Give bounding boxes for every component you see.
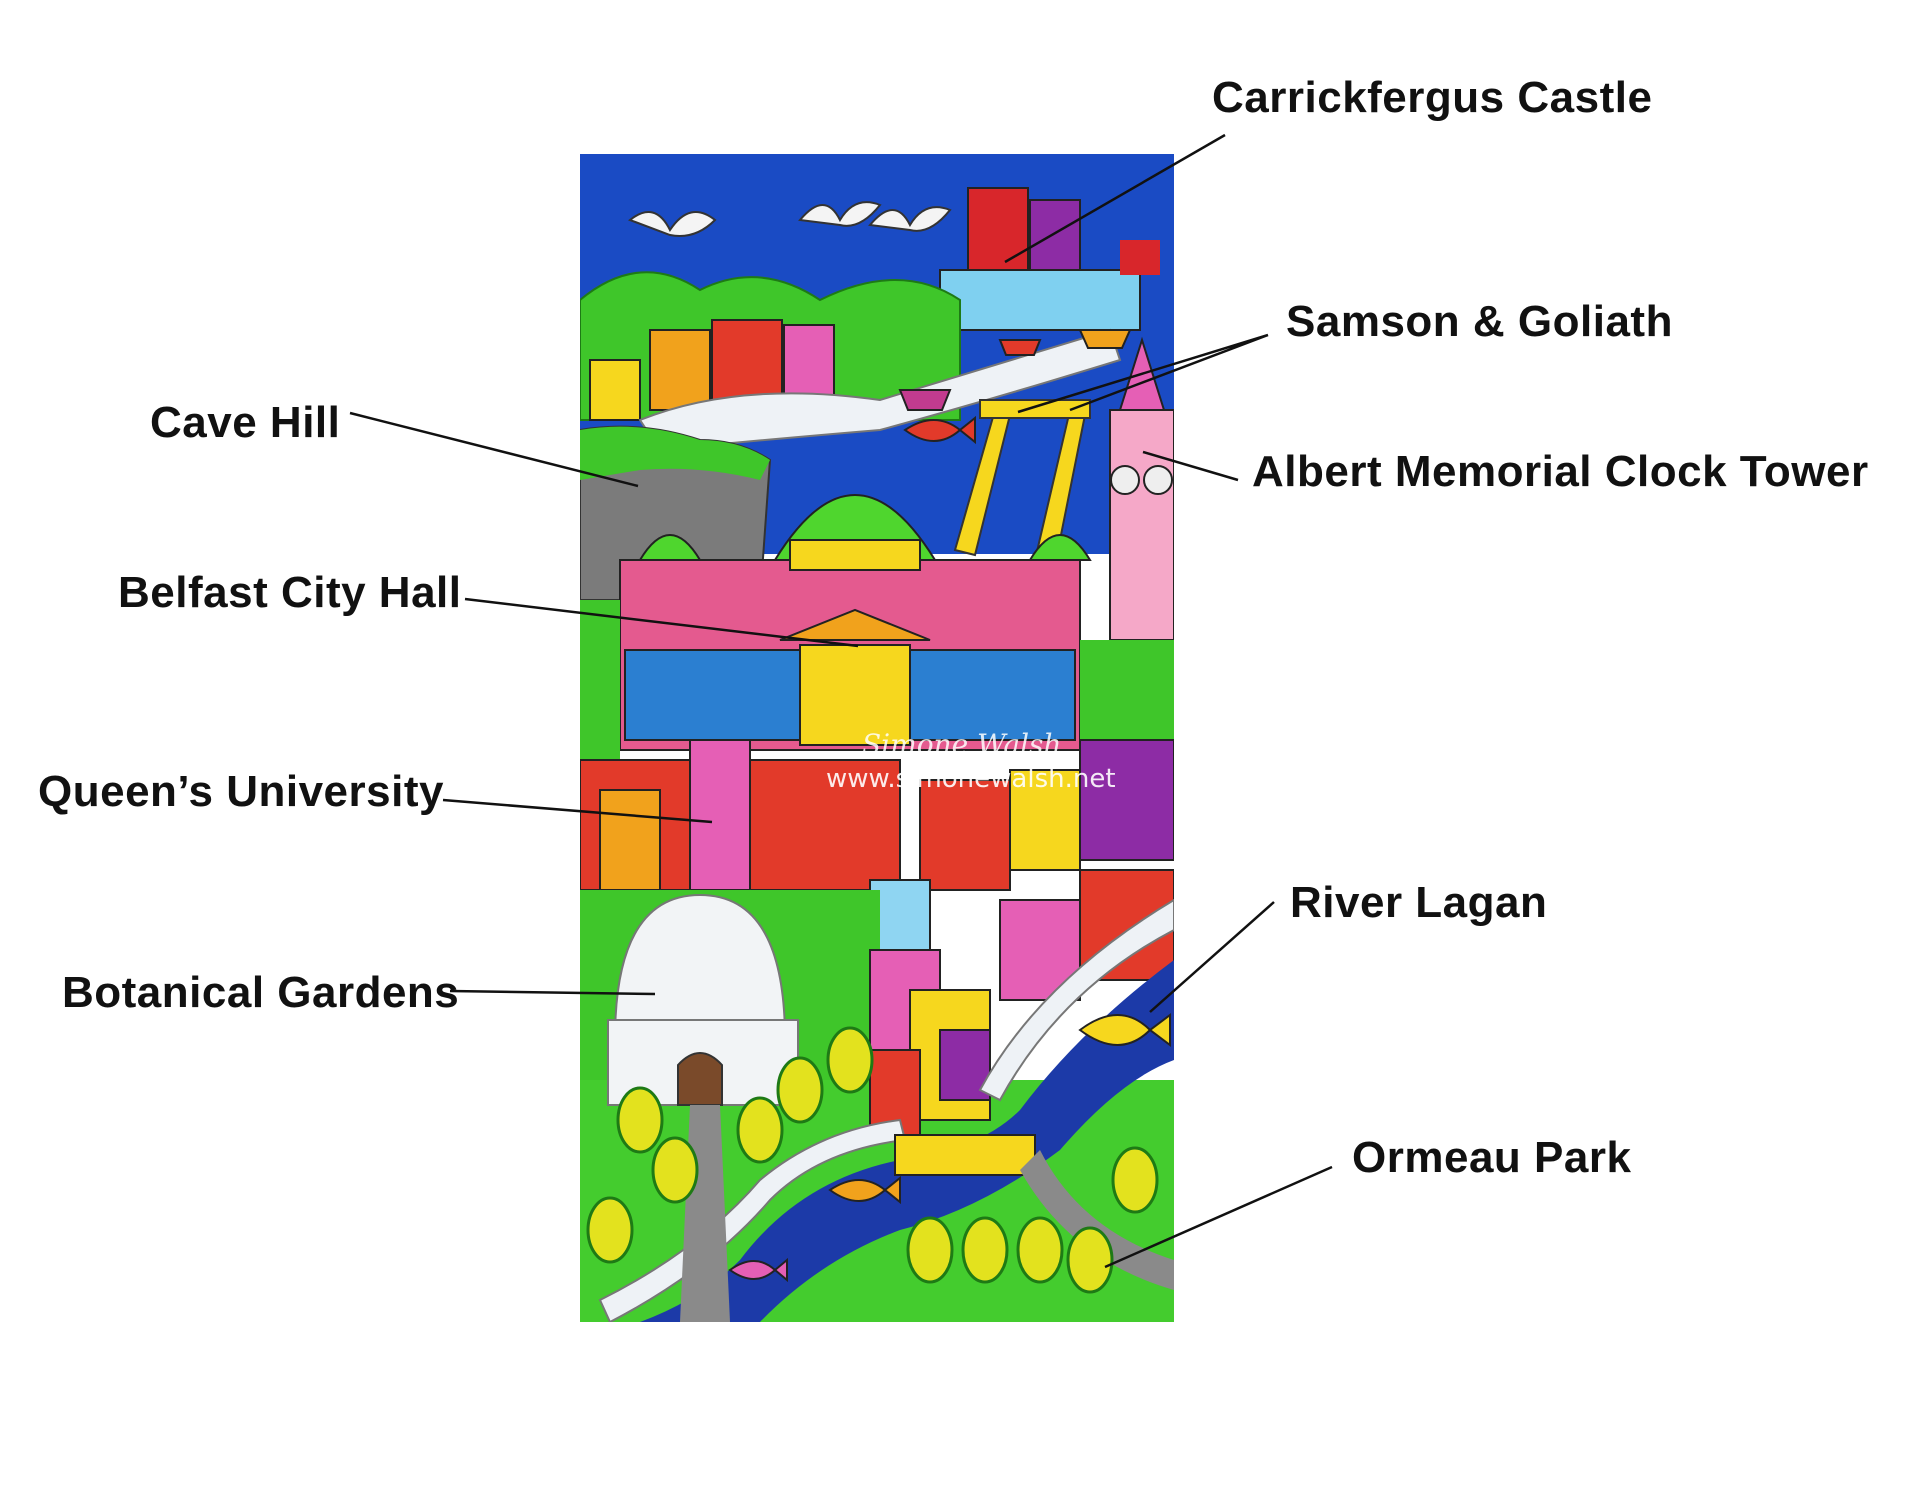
trees [586, 1026, 1159, 1294]
watermark-name: Simone Walsh [862, 728, 1062, 761]
leader-botanical [449, 989, 656, 996]
leader-river-lagan [1149, 901, 1275, 1013]
gulls [628, 201, 952, 237]
label-queens-university: Queen’s University [38, 767, 444, 816]
houses-lower [869, 949, 991, 1141]
leader-ormeau [1104, 1165, 1333, 1269]
cranes [953, 399, 1091, 567]
boats [898, 329, 1132, 411]
label-river-lagan: River Lagan [1290, 878, 1548, 927]
label-botanical-gardens: Botanical Gardens [62, 968, 460, 1017]
bridge [894, 1134, 1036, 1176]
clock-tower [1109, 336, 1174, 641]
leader-samson [1017, 333, 1269, 414]
leader-cave-hill [349, 411, 639, 488]
label-carrickfergus-castle: Carrickfergus Castle [1212, 73, 1653, 122]
leader-queens [442, 798, 713, 824]
label-cave-hill: Cave Hill [150, 398, 341, 447]
leader-carrickfergus [1004, 133, 1226, 264]
label-samson-goliath: Samson & Goliath [1286, 297, 1673, 346]
leader-albert [1142, 450, 1239, 482]
river [640, 960, 1174, 1322]
label-belfast-city-hall: Belfast City Hall [118, 568, 462, 617]
label-ormeau-park: Ormeau Park [1352, 1133, 1632, 1182]
leader-city-hall [464, 597, 859, 648]
fish [728, 415, 1171, 1283]
castle-shape [939, 187, 1160, 331]
watermark-url: www.simonewalsh.net [826, 764, 1116, 794]
city-hall-building [619, 494, 1092, 751]
glasshouse [607, 893, 799, 1106]
label-albert-clock-tower: Albert Memorial Clock Tower [1252, 447, 1869, 496]
